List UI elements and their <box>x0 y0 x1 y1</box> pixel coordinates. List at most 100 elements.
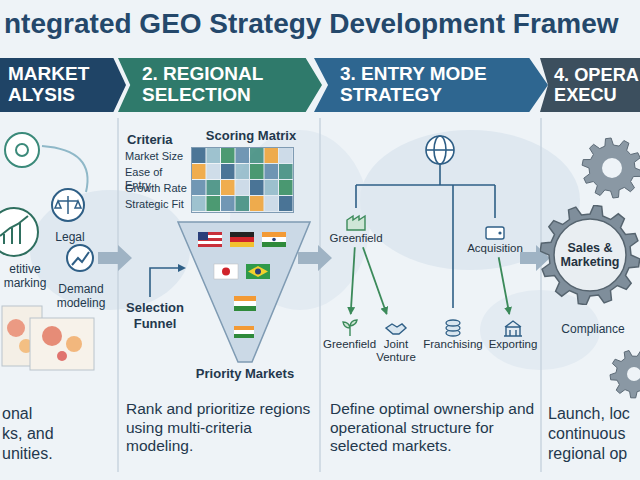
flags <box>272 238 276 242</box>
gear-node: Sales & Marketing <box>540 205 640 305</box>
matrix-cell <box>250 180 264 195</box>
text-label: Launch, loc <box>548 404 638 423</box>
heat-map <box>42 326 62 346</box>
matrix-cell <box>207 148 221 163</box>
flags <box>262 237 286 242</box>
text-label: Legal <box>48 230 92 244</box>
flags <box>248 266 268 277</box>
text-label: Growth Rate <box>125 182 191 195</box>
analysis-icons <box>0 133 93 271</box>
world-map <box>30 130 600 370</box>
flags <box>234 326 254 330</box>
mode-label: Exporting <box>486 338 540 351</box>
funnel-pointer <box>150 268 180 297</box>
matrix-cell <box>236 164 250 179</box>
analysis-icons <box>5 133 39 167</box>
gear-hub <box>602 158 622 178</box>
mode-icon <box>384 316 408 338</box>
chevron <box>0 58 126 112</box>
flags <box>262 232 286 237</box>
matrix-cell <box>265 196 279 211</box>
text-label: Scoring Matrix <box>196 128 306 144</box>
column-divider <box>118 118 541 472</box>
flags <box>234 330 254 334</box>
matrix-cell <box>279 164 293 179</box>
chevron <box>314 58 548 112</box>
analysis-icons <box>55 196 81 214</box>
flags <box>214 264 238 279</box>
coin-icon <box>446 320 460 326</box>
entry-mode-node: Joint Venture <box>372 316 420 364</box>
world-map <box>30 190 190 310</box>
gear-face <box>554 219 626 291</box>
text-label: Rank and prioritize regions using multi-… <box>126 400 318 456</box>
flags <box>222 268 230 276</box>
heat-map <box>2 306 94 370</box>
flow-arrow <box>298 245 332 271</box>
matrix-cell <box>221 164 235 179</box>
mode-icon <box>483 220 507 242</box>
analysis-icons <box>52 189 84 221</box>
scoring-matrix <box>192 148 294 213</box>
flags <box>198 232 286 338</box>
text-label: continuous <box>548 424 638 443</box>
tree-connector <box>351 247 355 314</box>
analysis-icons <box>16 144 28 156</box>
funnel-pointer-head <box>178 264 186 272</box>
flags <box>234 334 254 338</box>
flags <box>198 232 208 240</box>
flags <box>246 264 270 279</box>
text-label: onal <box>2 404 102 423</box>
matrix-cell <box>279 180 293 195</box>
matrix-cell <box>207 164 221 179</box>
stage-heading: 3. ENTRY MODE STRATEGY <box>340 64 515 106</box>
flags <box>234 296 256 301</box>
text-label: Compliance <box>556 322 630 336</box>
chevron <box>118 58 322 112</box>
mode-label: Greenfield <box>322 338 377 351</box>
matrix-frame <box>192 148 294 213</box>
mode-icon <box>338 316 362 338</box>
entry-mode-node: Franchising <box>422 316 484 351</box>
entry-mode-node: Acquisition <box>462 220 528 255</box>
matrix-cell <box>236 196 250 211</box>
stage-band: MARKET ALYSIS <box>0 58 126 112</box>
flags <box>198 232 222 247</box>
text-label: Market Size <box>125 150 191 163</box>
mode-label: Acquisition <box>462 242 528 255</box>
title: ntegrated GEO Strategy Development Frame… <box>4 8 636 40</box>
mode-icon <box>501 316 525 338</box>
flags <box>234 301 256 306</box>
matrix-cell <box>236 148 250 163</box>
text-label: etitive marking <box>0 262 50 291</box>
mode-label: Joint Venture <box>372 338 420 364</box>
analysis-icons <box>67 245 93 271</box>
column-divider <box>319 118 321 472</box>
gear <box>610 351 640 398</box>
matrix-cell <box>279 196 293 211</box>
heat-map <box>7 319 25 337</box>
wallet-clasp <box>498 231 501 234</box>
gear-hub <box>627 367 640 381</box>
entry-mode-node: Greenfield <box>326 210 386 245</box>
flags <box>198 244 222 247</box>
matrix-cell <box>207 196 221 211</box>
flags <box>262 242 286 247</box>
analysis-icons <box>0 208 38 256</box>
text-label: Criteria <box>127 132 187 148</box>
heat-map <box>57 351 67 361</box>
matrix-cell <box>265 164 279 179</box>
heat-map <box>30 318 94 370</box>
flags <box>230 242 254 247</box>
stage-heading: MARKET ALYSIS <box>8 64 108 106</box>
text-label: Selection Funnel <box>124 300 186 331</box>
mode-label: Greenfield <box>326 232 386 245</box>
analysis-icons <box>42 146 88 192</box>
column-divider <box>117 118 119 472</box>
flags <box>230 237 254 242</box>
mode-label: Franchising <box>422 338 484 351</box>
text-label: Define optimal ownership and operational… <box>330 400 536 456</box>
entry-mode-node: Greenfield <box>322 316 377 351</box>
selection-funnel <box>178 222 310 362</box>
